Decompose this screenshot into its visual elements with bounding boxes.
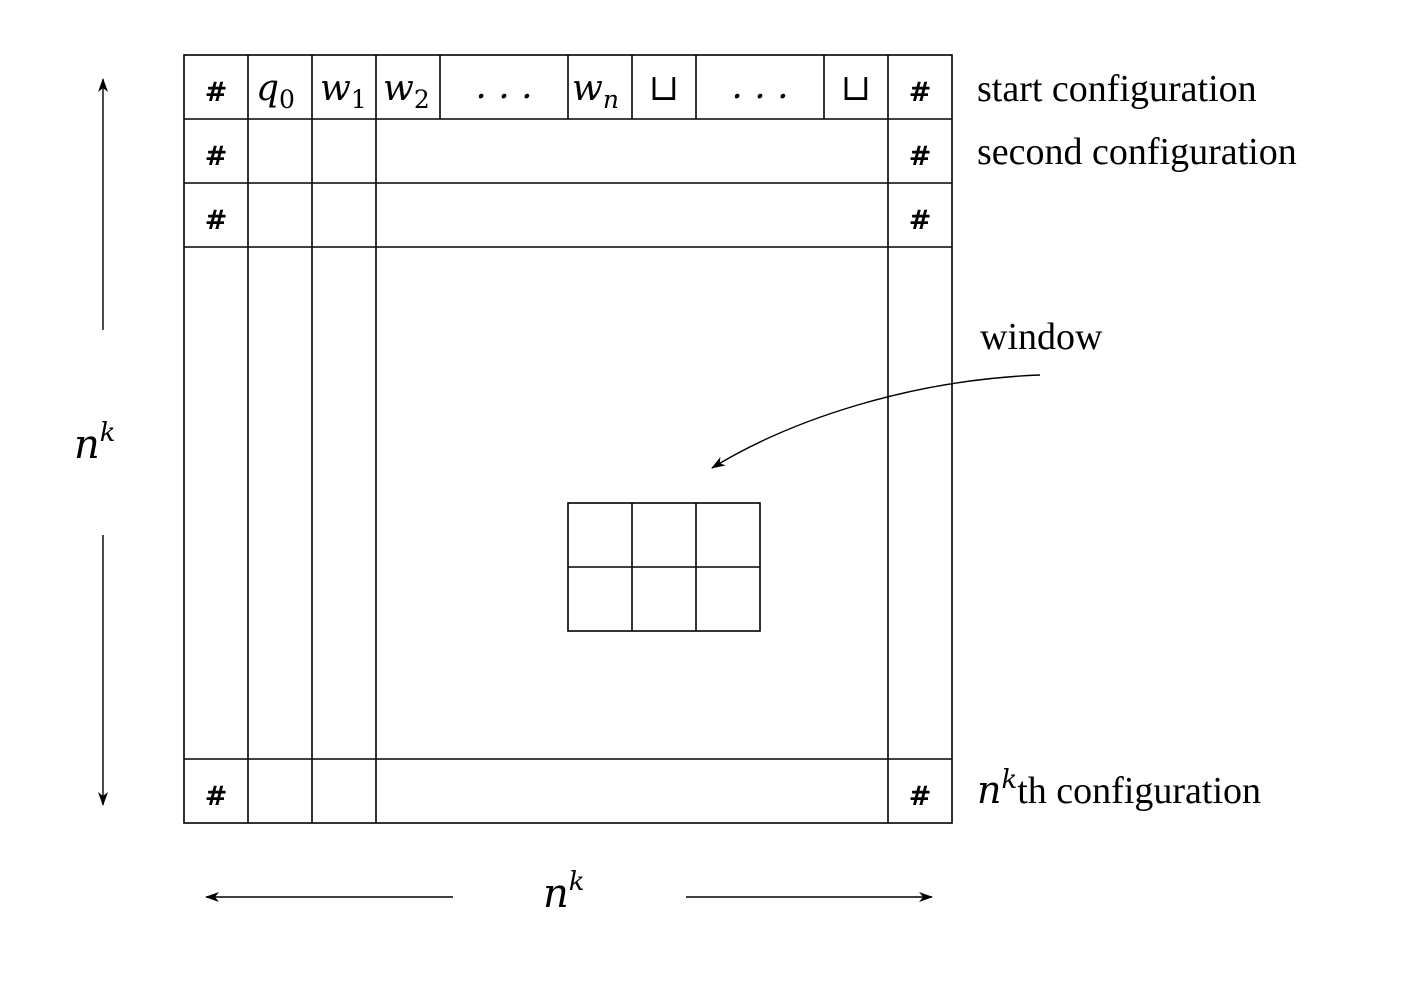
blank-symbol: ⊔ <box>841 68 871 109</box>
row-right-delimiter: # <box>909 205 932 236</box>
input-symbol-wn: wn <box>572 68 619 114</box>
window-arrow <box>711 374 1041 469</box>
input-symbol-w1: w1 <box>320 68 367 114</box>
window-label: window <box>980 316 1103 358</box>
height-dimension-label: nk <box>74 418 116 468</box>
start-configuration-label: start configuration <box>977 68 1257 110</box>
row-right-delimiter: # <box>909 141 932 172</box>
row-left-delimiter: # <box>205 205 228 236</box>
blank-ellipsis: . . . <box>731 66 788 107</box>
tableau-frame <box>183 54 953 824</box>
row-right-delimiter: # <box>909 781 932 812</box>
second-configuration-label: second configuration <box>977 131 1297 173</box>
start-right-delimiter: # <box>909 77 932 108</box>
input-ellipsis: . . . <box>475 66 532 107</box>
state-cell: q0 <box>256 68 295 114</box>
start-left-delimiter: # <box>205 77 228 108</box>
last-configuration-label: nkth configuration <box>977 765 1261 812</box>
input-symbol-w2: w2 <box>383 68 430 114</box>
row-left-delimiter: # <box>205 141 228 172</box>
blank-symbol: ⊔ <box>649 68 679 109</box>
window-grid <box>567 502 761 632</box>
row-left-delimiter: # <box>205 781 228 812</box>
width-dimension-label: nk <box>543 867 585 917</box>
